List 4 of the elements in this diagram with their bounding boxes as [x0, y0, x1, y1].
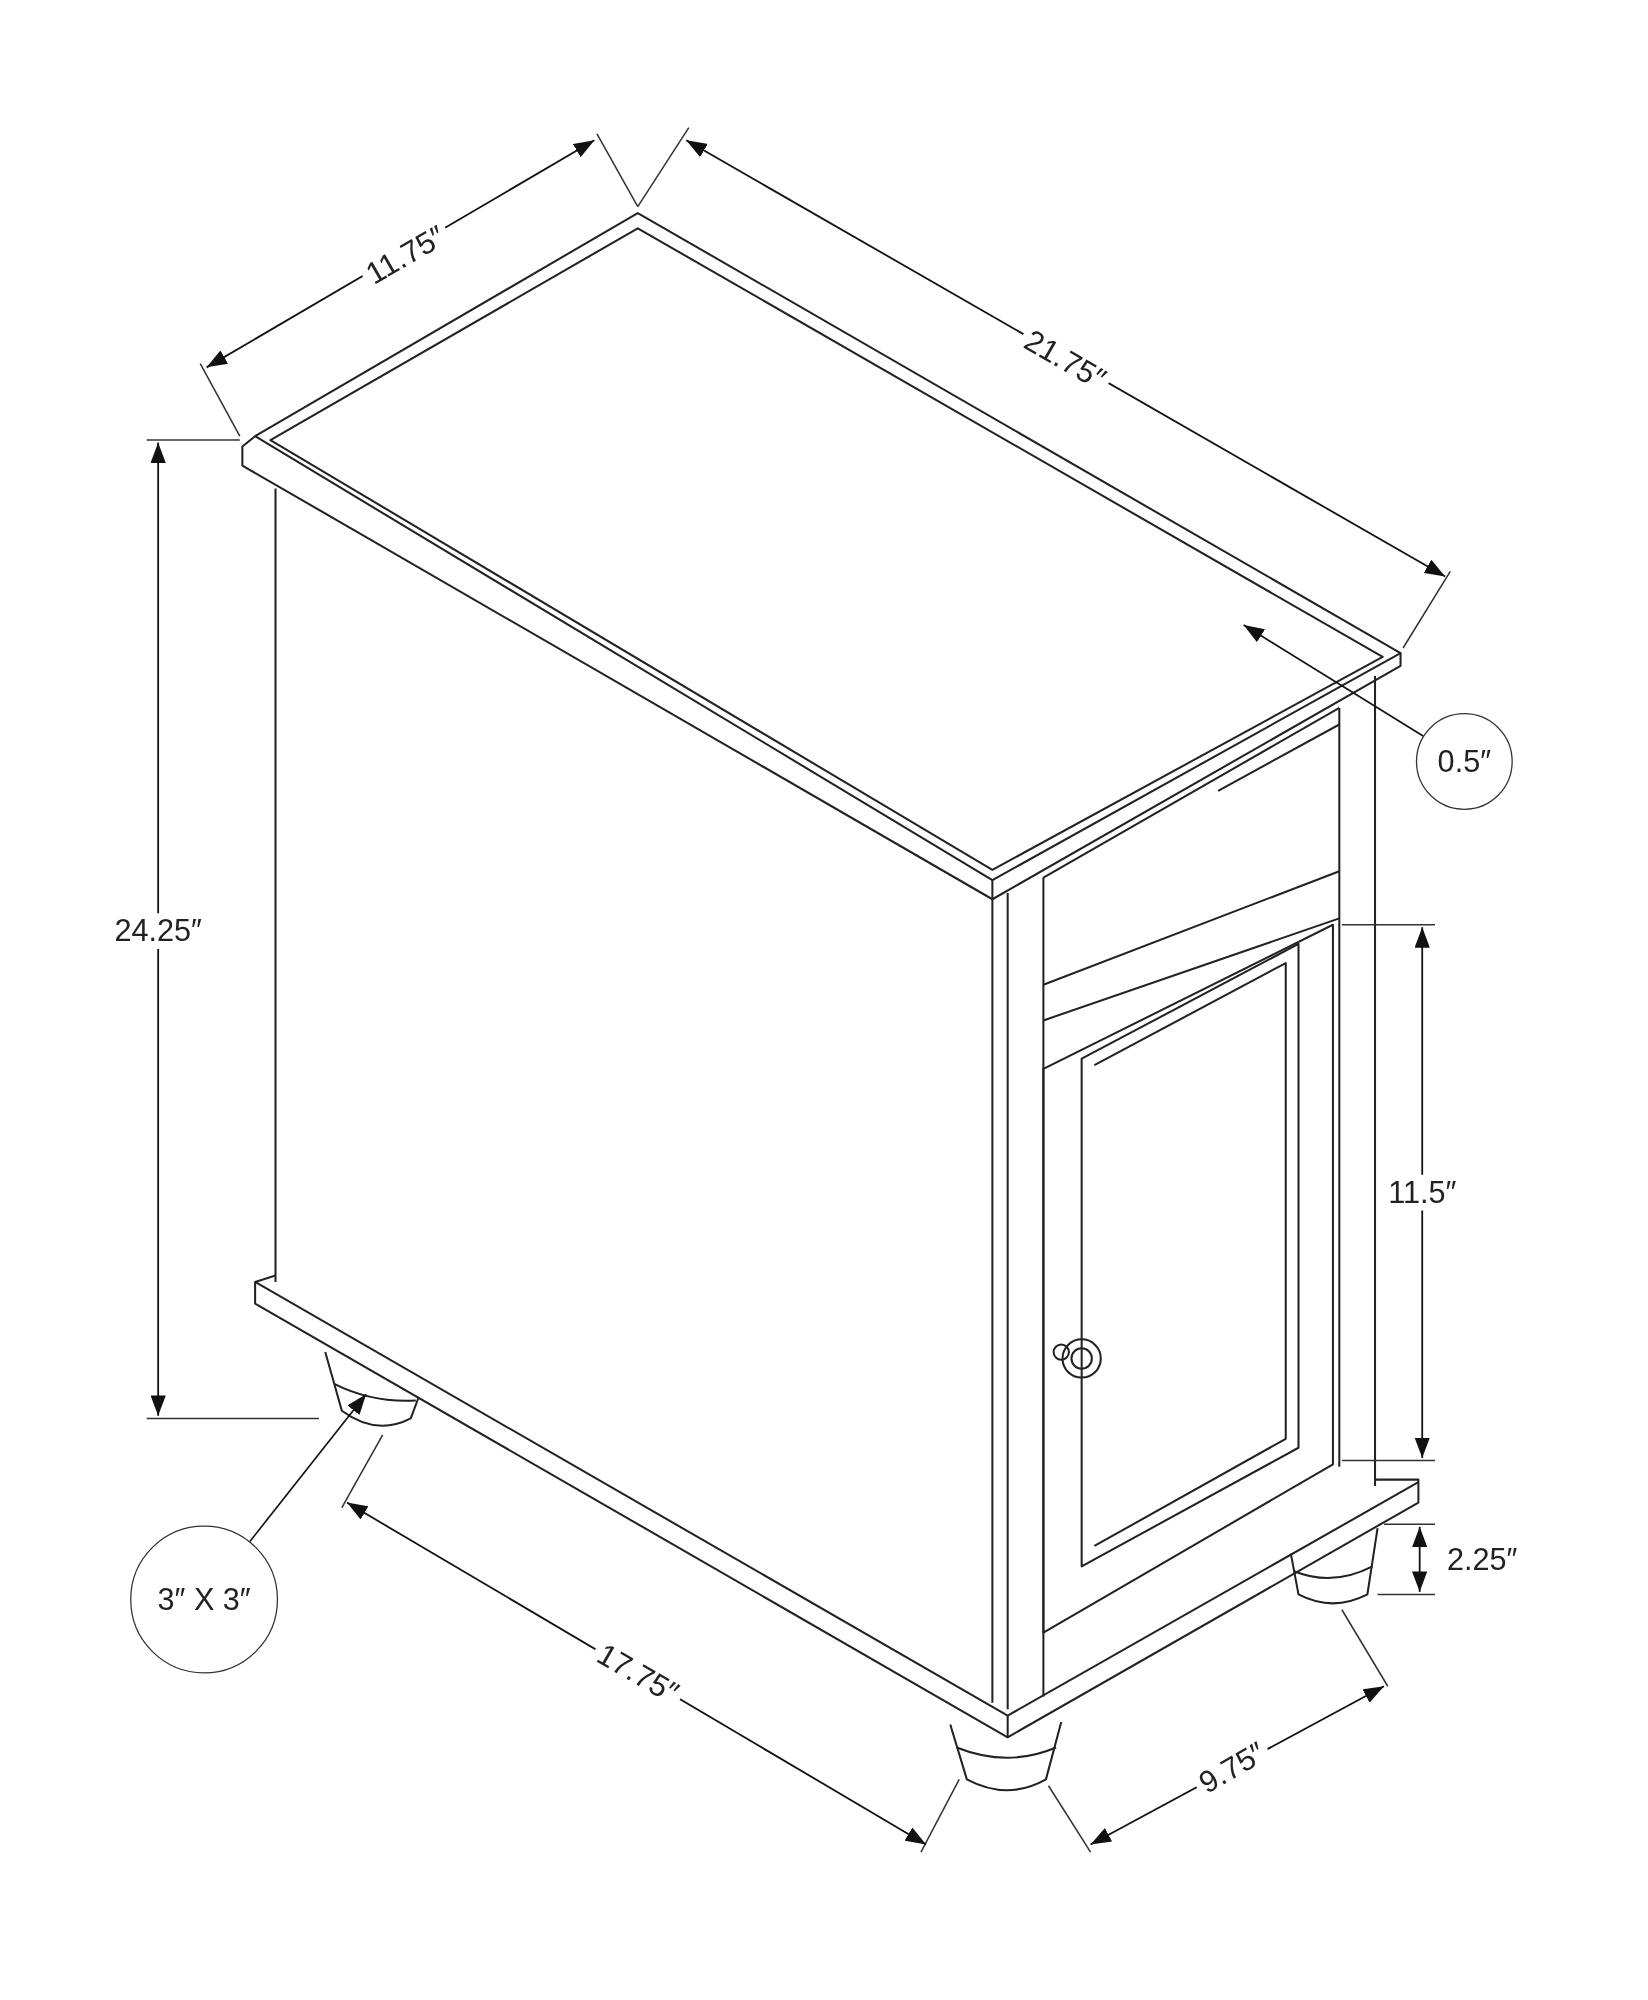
callout-label: 0.5″: [1437, 743, 1491, 780]
leader-line: [1242, 624, 1424, 737]
callout-label: 3″ X 3″: [157, 1581, 251, 1618]
leader-line: [249, 1393, 367, 1543]
